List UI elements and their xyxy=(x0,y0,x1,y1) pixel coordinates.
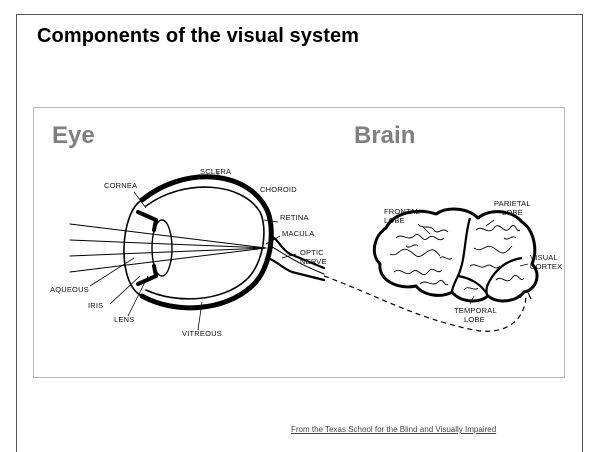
label-retina: RETINA xyxy=(280,213,309,222)
label-lens: LENS xyxy=(114,315,134,324)
eye-retina xyxy=(146,187,264,299)
label-temporal-line2: LOBE xyxy=(464,315,485,324)
label-parietal-line1: PARIETAL xyxy=(494,199,531,208)
label-visual-line2: CORTEX xyxy=(530,262,562,271)
label-parietal-line2: LOBE xyxy=(502,208,523,217)
label-cornea: CORNEA xyxy=(104,181,137,190)
label-frontal-line1: FRONTAL xyxy=(384,207,420,216)
label-macula: MACULA xyxy=(282,229,314,238)
label-optic-line1: OPTIC xyxy=(300,248,324,257)
slide: Components of the visual system Eye Brai… xyxy=(16,14,583,452)
credit-link[interactable]: From the Texas School for the Blind and … xyxy=(291,425,496,434)
label-choroid: CHOROID xyxy=(260,185,297,194)
label-sclera: SCLERA xyxy=(200,167,231,176)
visual-system-diagram: CORNEA SCLERA CHOROID RETINA MACULA OPTI… xyxy=(34,108,564,377)
label-frontal-line2: LOBE xyxy=(384,216,405,225)
eye-iris-lower xyxy=(138,266,156,284)
label-vitreous: VITREOUS xyxy=(182,329,222,338)
eye-labels: CORNEA SCLERA CHOROID RETINA MACULA OPTI… xyxy=(50,167,327,338)
label-temporal-line1: TEMPORAL xyxy=(454,306,497,315)
label-iris: IRIS xyxy=(88,301,103,310)
eye-iris-upper xyxy=(138,212,156,230)
label-optic-line2: NERVE xyxy=(300,257,327,266)
eye-lens xyxy=(152,220,172,276)
figure-box: Eye Brain xyxy=(33,107,565,378)
eye-illustration xyxy=(70,177,324,308)
slide-title: Components of the visual system xyxy=(37,25,359,48)
label-visual-line1: VISUAL xyxy=(530,253,558,262)
label-aqueous: AQUEOUS xyxy=(50,285,89,294)
